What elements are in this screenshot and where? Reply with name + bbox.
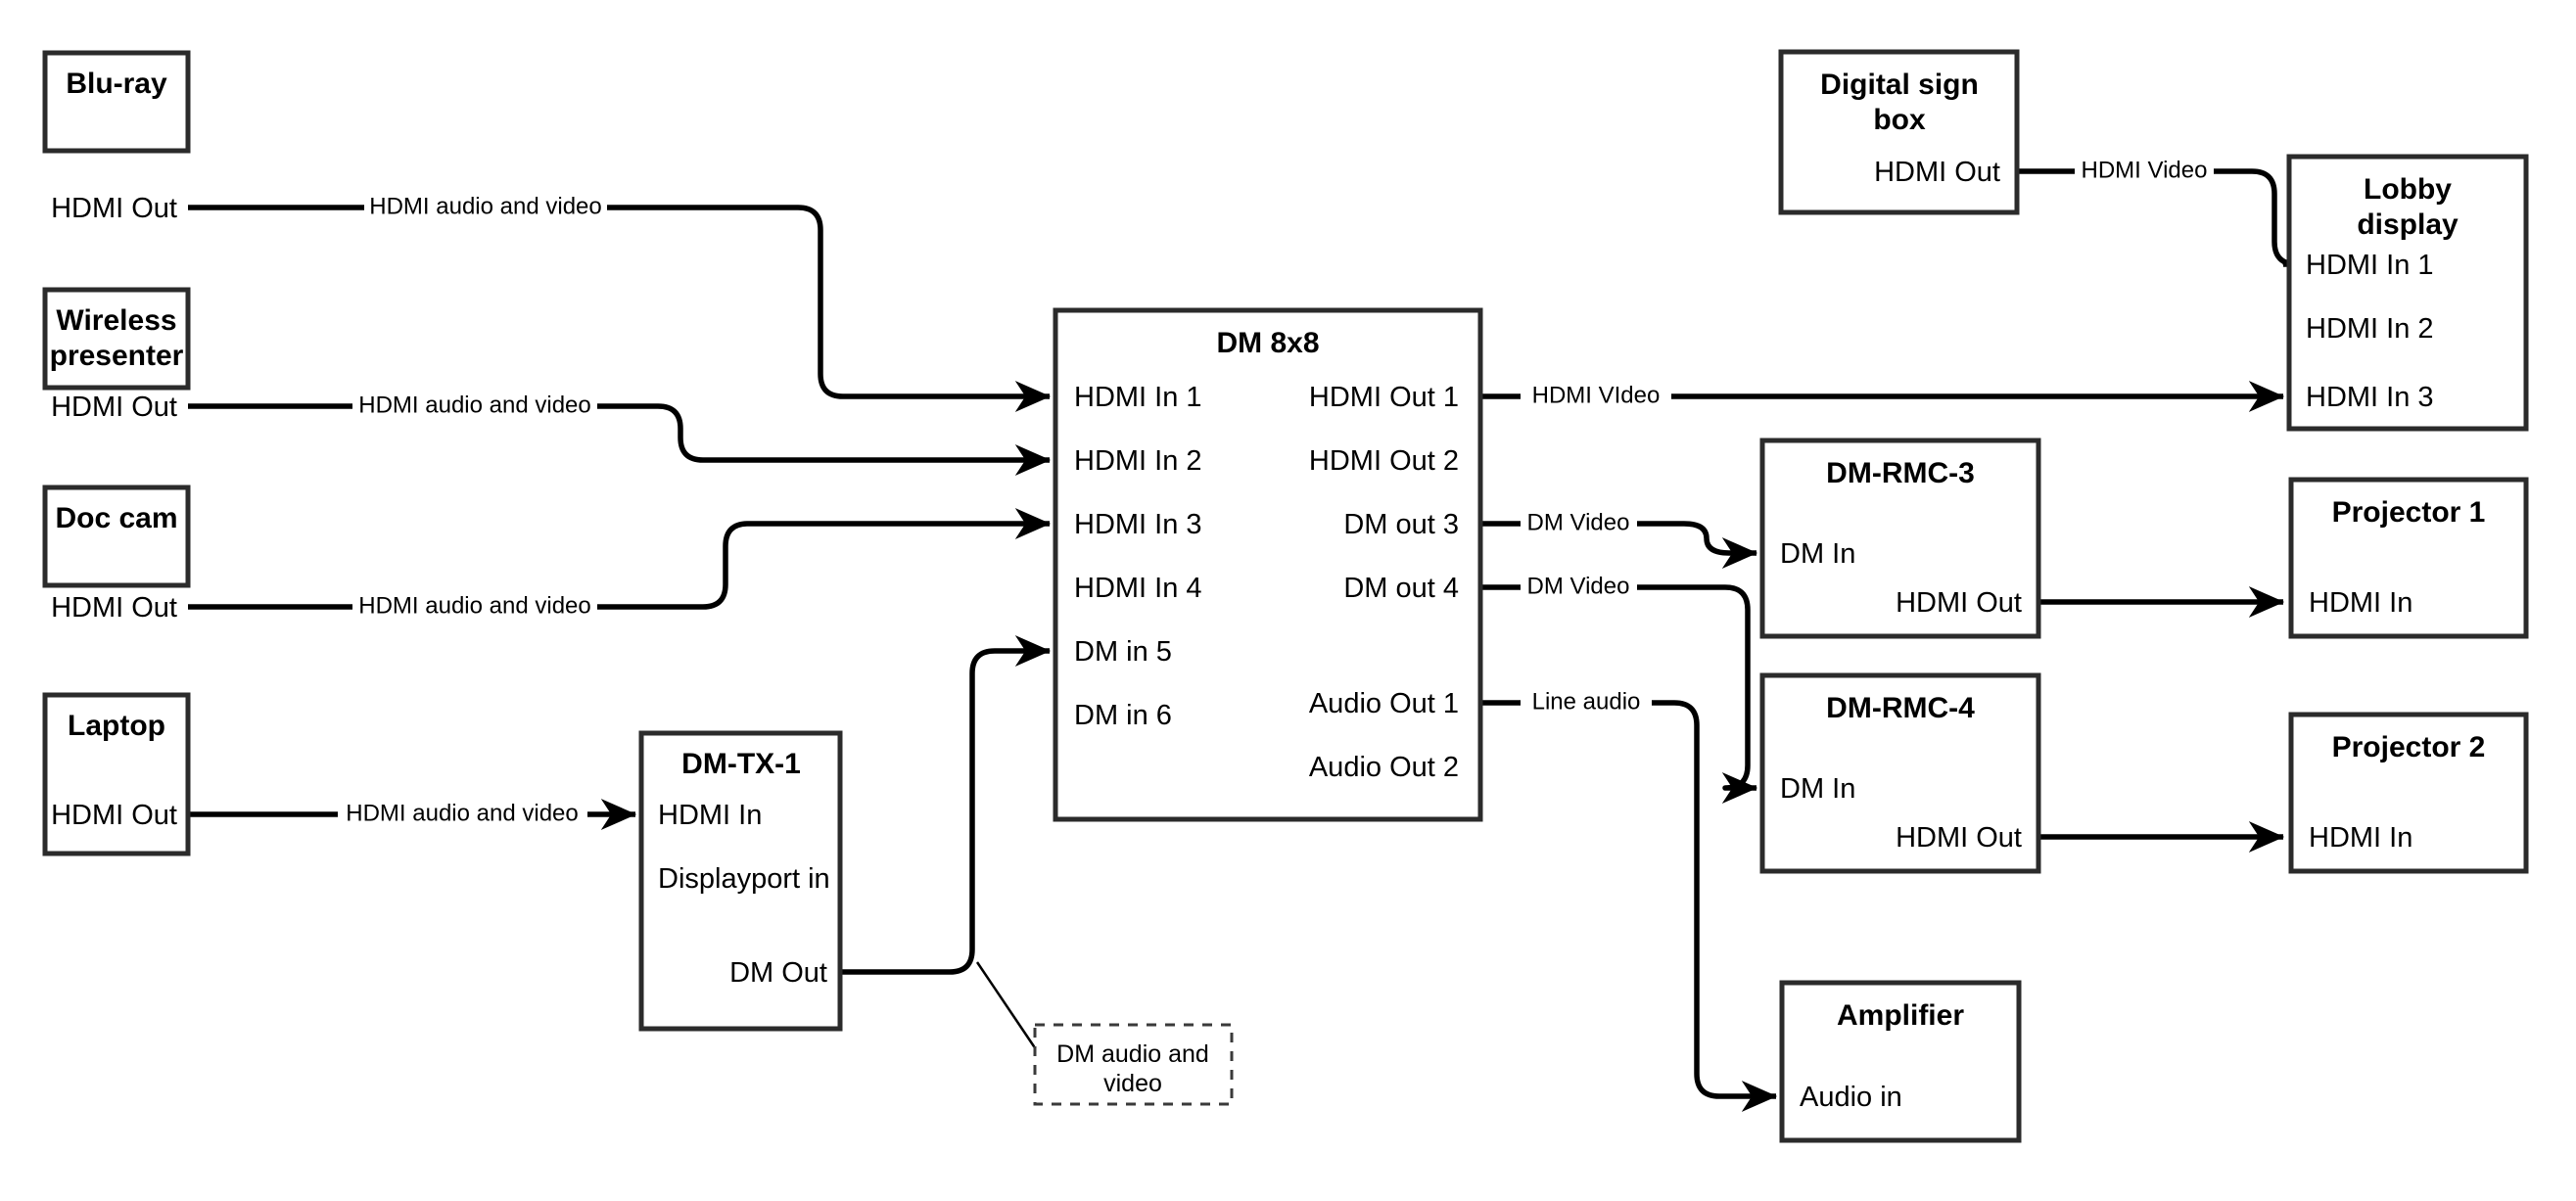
leader-line-dm-callout (975, 961, 1040, 1053)
projector-1-port-hdmi-in: HDMI In (2309, 587, 2412, 619)
dm-tx-1-port-dm-out: DM Out (729, 957, 827, 989)
amplifier-box[interactable] (1779, 980, 2022, 1143)
dm-tx-1-port-hdmi-in: HDMI In (658, 800, 762, 831)
dm-8x8-port-hdmi-in-4: HDMI In 4 (1074, 573, 1202, 604)
dm-rmc-4-box[interactable] (1759, 672, 2041, 874)
cable-bluray-to-dm8x8 (188, 205, 1050, 396)
projector-2-box[interactable] (2288, 712, 2529, 874)
device-dm-rmc-4[interactable]: DM-RMC-4 DM In HDMI Out (1759, 672, 2041, 874)
doc-cam-title: Doc cam (55, 502, 177, 534)
wireless-presenter-box[interactable] (42, 287, 191, 391)
dm-8x8-port-hdmi-in-1: HDMI In 1 (1074, 382, 1202, 413)
digital-sign-port-hdmi-out: HDMI Out (1874, 157, 2000, 188)
device-projector-1[interactable]: Projector 1 HDMI In (2288, 477, 2529, 639)
laptop-box[interactable] (42, 692, 191, 856)
cable-sign-to-lobby (2017, 168, 2297, 264)
device-doc-cam[interactable]: Doc cam HDMI Out (42, 485, 191, 624)
callout-text-line2: video (1103, 1070, 1162, 1097)
dm-rmc-3-port-hdmi-out: HDMI Out (1896, 587, 2022, 619)
projector-2-port-hdmi-in: HDMI In (2309, 822, 2412, 854)
projector-1-box[interactable] (2288, 477, 2529, 639)
projector-1-title: Projector 1 (2332, 496, 2486, 529)
cable-label-doccam: HDMI audio and video (358, 592, 590, 619)
cable-dm8x8audio1-to-amp (1480, 700, 1776, 1096)
cable-labels-layer: HDMI audio and video HDMI audio and vide… (346, 157, 2207, 826)
lobby-display-port-hdmi-in-3: HDMI In 3 (2306, 382, 2434, 413)
dm-8x8-port-hdmi-out-2: HDMI Out 2 (1309, 445, 1459, 477)
device-bluray[interactable]: Blu-ray HDMI Out (42, 50, 191, 224)
dm-8x8-port-dm-in-5: DM in 5 (1074, 636, 1172, 668)
device-laptop[interactable]: Laptop HDMI Out (42, 692, 191, 856)
cable-label-sign-to-lobby: HDMI Video (2082, 157, 2208, 183)
lobby-display-port-hdmi-in-2: HDMI In 2 (2306, 313, 2434, 345)
device-wireless-presenter[interactable]: Wireless presenter HDMI Out (42, 287, 191, 423)
dm-8x8-port-dm-out-4: DM out 4 (1343, 573, 1459, 604)
device-dm-8x8[interactable]: DM 8x8 HDMI In 1 HDMI In 2 HDMI In 3 HDM… (1053, 307, 1483, 822)
device-amplifier[interactable]: Amplifier Audio in (1779, 980, 2022, 1143)
lobby-display-box[interactable] (2286, 154, 2529, 432)
callout-dm-audio-and-video: DM audio and video (1033, 1023, 1234, 1106)
dm-8x8-title: DM 8x8 (1216, 327, 1319, 359)
dm-rmc-4-title: DM-RMC-4 (1826, 692, 1975, 724)
dm-rmc-3-title: DM-RMC-3 (1826, 457, 1975, 489)
cable-wireless-to-dm8x8 (188, 403, 1050, 460)
dm-8x8-port-hdmi-out-1: HDMI Out 1 (1309, 382, 1459, 413)
laptop-port-hdmi-out: HDMI Out (51, 800, 177, 831)
dm-rmc-3-port-dm-in: DM In (1780, 538, 1855, 570)
dm-8x8-port-dm-out-3: DM out 3 (1343, 509, 1459, 540)
digital-sign-box[interactable] (1778, 49, 2020, 215)
bluray-title: Blu-ray (66, 68, 167, 100)
projector-2-title: Projector 2 (2332, 731, 2486, 763)
digital-sign-title-line2: box (1873, 104, 1926, 136)
cable-label-out3-to-rmc3: DM Video (1527, 509, 1630, 535)
dm-8x8-port-audio-out-1: Audio Out 1 (1309, 688, 1459, 719)
digital-sign-title-line1: Digital sign (1820, 69, 1979, 101)
doc-cam-box[interactable] (42, 485, 191, 588)
dm-tx-1-title: DM-TX-1 (681, 748, 801, 780)
wireless-presenter-title-line1: Wireless (56, 304, 176, 337)
cable-label-out4-to-rmc4: DM Video (1527, 573, 1630, 599)
dm-rmc-4-port-dm-in: DM In (1780, 773, 1855, 805)
dm-tx-1-port-displayport-in: Displayport in (658, 863, 830, 895)
dm-tx-1-box[interactable] (638, 730, 843, 1032)
dm-8x8-port-hdmi-in-3: HDMI In 3 (1074, 509, 1202, 540)
cable-label-bluray: HDMI audio and video (369, 193, 601, 219)
wireless-presenter-port-hdmi-out: HDMI Out (51, 392, 177, 423)
dm-rmc-4-port-hdmi-out: HDMI Out (1896, 822, 2022, 854)
wireless-presenter-title-line2: presenter (50, 340, 184, 372)
dm-8x8-box[interactable] (1053, 307, 1483, 822)
amplifier-title: Amplifier (1837, 999, 1964, 1032)
bluray-box[interactable] (42, 50, 191, 154)
cable-doccam-to-dm8x8 (188, 524, 1050, 610)
cables-layer (188, 168, 2297, 1096)
amplifier-port-audio-in: Audio in (1800, 1082, 1902, 1113)
cable-dm8x8out3-to-rmc3 (1480, 524, 1756, 553)
callout-text-line1: DM audio and (1056, 1040, 1209, 1068)
device-dm-tx-1[interactable]: DM-TX-1 HDMI In Displayport in DM Out (638, 730, 843, 1032)
dm-8x8-port-audio-out-2: Audio Out 2 (1309, 752, 1459, 783)
device-dm-rmc-3[interactable]: DM-RMC-3 DM In HDMI Out (1759, 438, 2041, 639)
cable-dm8x8out4-to-rmc4 (1480, 584, 1756, 788)
lobby-display-title-line2: display (2357, 208, 2459, 241)
callout-box-outline (1033, 1023, 1234, 1106)
cable-label-out1-to-lobby: HDMI VIdeo (1532, 382, 1661, 408)
laptop-title: Laptop (68, 710, 165, 742)
lobby-display-title-line1: Lobby (2364, 173, 2452, 206)
doc-cam-port-hdmi-out: HDMI Out (51, 592, 177, 624)
dm-rmc-3-box[interactable] (1759, 438, 2041, 639)
device-digital-sign-box[interactable]: Digital sign box HDMI Out (1778, 49, 2020, 215)
lobby-display-port-hdmi-in-1: HDMI In 1 (2306, 250, 2434, 281)
bluray-port-hdmi-out: HDMI Out (51, 193, 177, 224)
device-projector-2[interactable]: Projector 2 HDMI In (2288, 712, 2529, 874)
cable-label-wireless: HDMI audio and video (358, 392, 590, 418)
cable-label-laptop: HDMI audio and video (346, 800, 578, 826)
dm-8x8-port-dm-in-6: DM in 6 (1074, 700, 1172, 731)
device-lobby-display[interactable]: Lobby display HDMI In 1 HDMI In 2 HDMI I… (2286, 154, 2529, 432)
dm-8x8-port-hdmi-in-2: HDMI In 2 (1074, 445, 1202, 477)
cable-dmtx1-to-dm8x8 (840, 635, 1052, 975)
cable-label-audio-to-amp: Line audio (1532, 688, 1641, 715)
